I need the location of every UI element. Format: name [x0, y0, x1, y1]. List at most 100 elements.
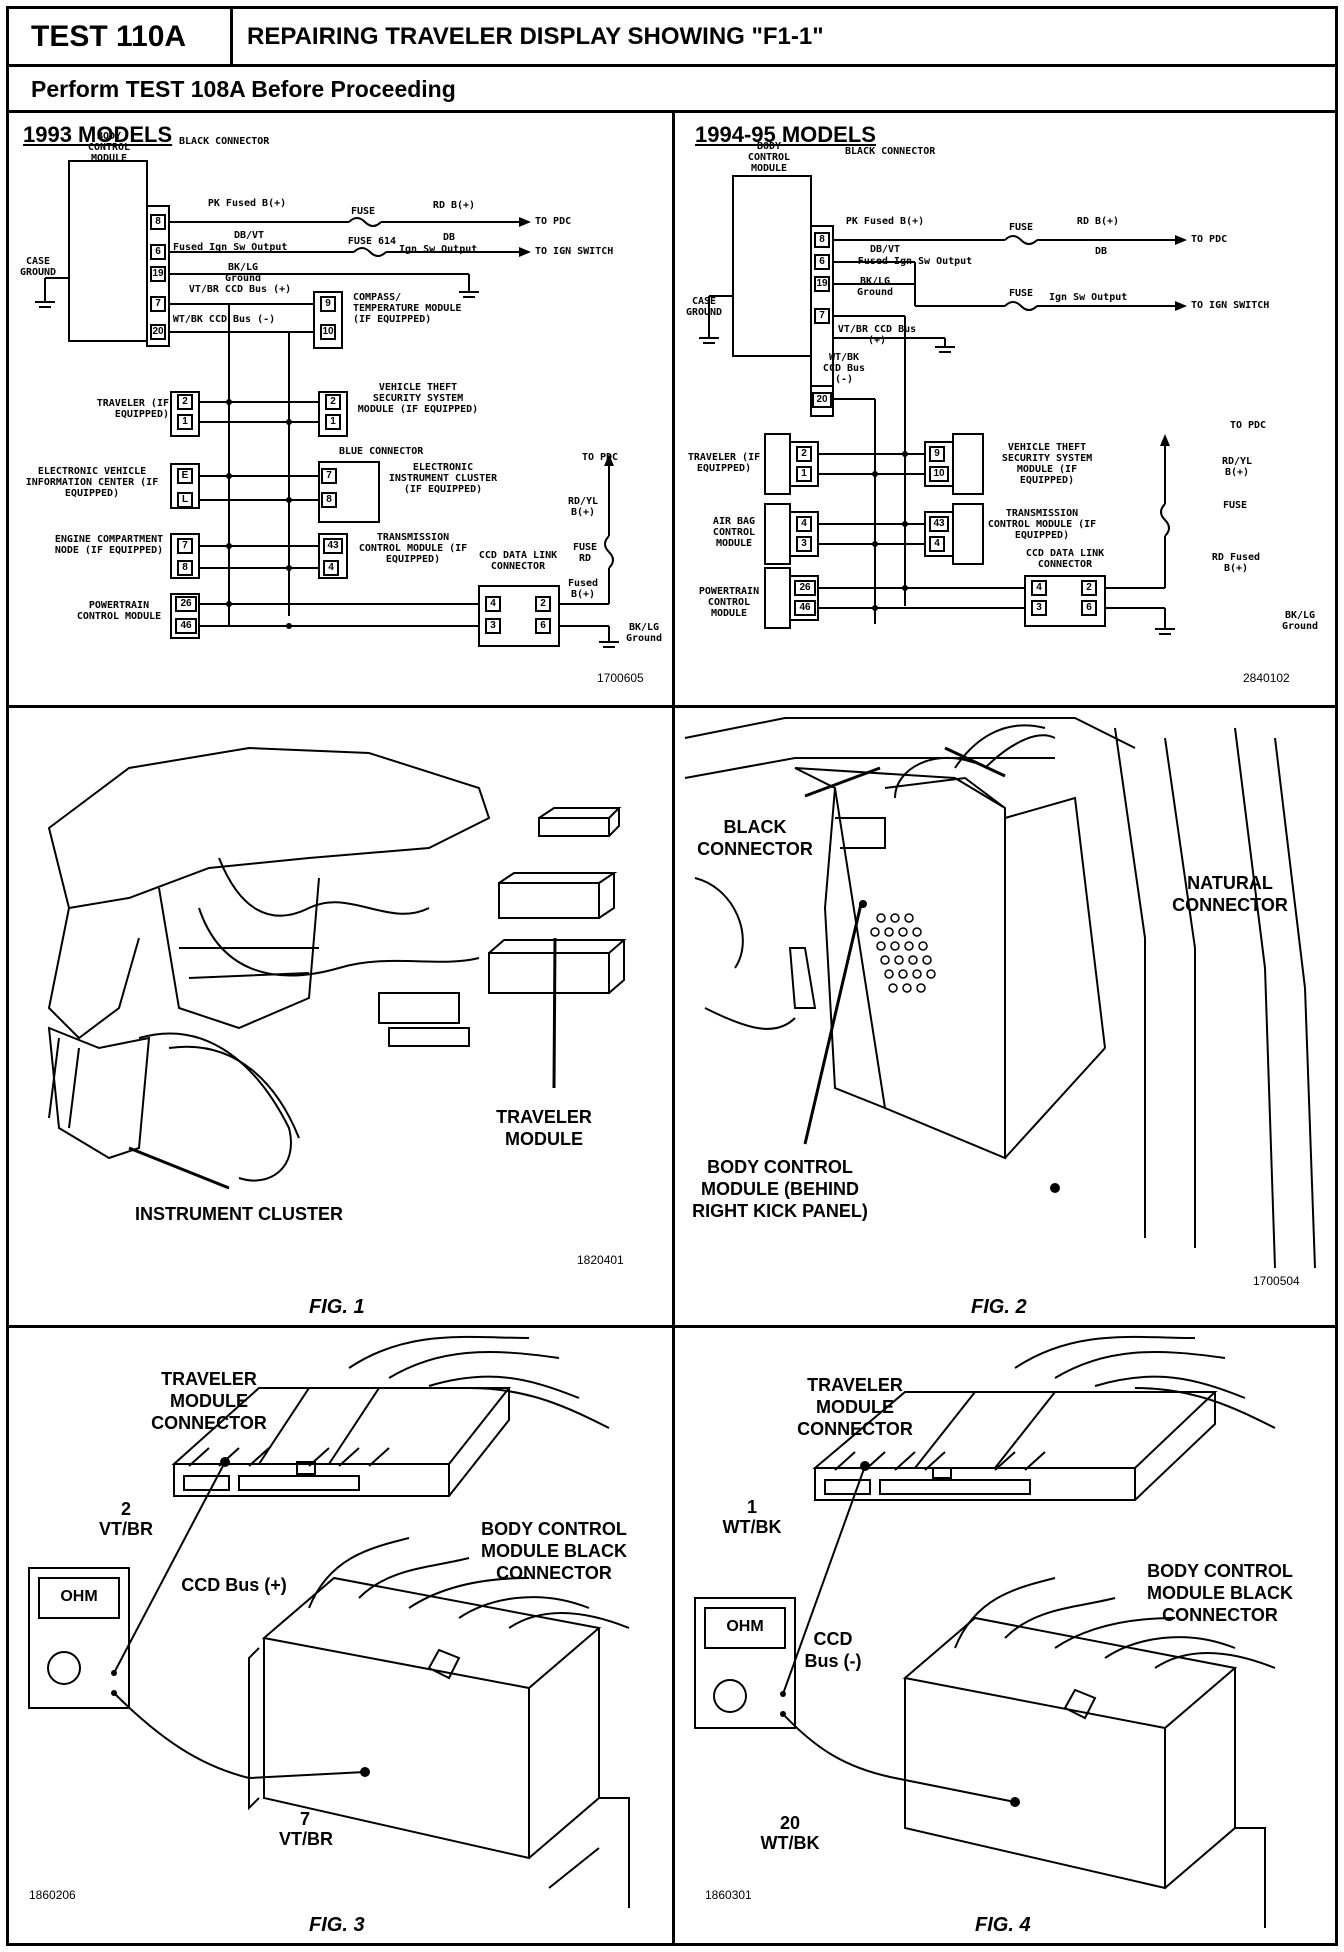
label-bcm: BODY CONTROL MODULE — [87, 131, 131, 164]
figure-code: 1700504 — [1253, 1274, 1300, 1288]
grid-divider-2 — [9, 1325, 1335, 1328]
grid-divider-vertical — [672, 113, 675, 1943]
label-natural-connector: NATURAL CONNECTOR — [1172, 873, 1288, 915]
figure-code: 1860301 — [705, 1888, 752, 1902]
compass-pin: 10 — [320, 324, 336, 340]
tcm-pin: 4 — [929, 536, 945, 552]
label-fused-ign: Fused Ign Sw Output — [857, 256, 973, 267]
label-bk-lg: BK/LG Ground — [224, 262, 262, 284]
panel-fig1: TRAVELER MODULE INSTRUMENT CLUSTER 18204… — [9, 708, 672, 1325]
bcm-pin: 20 — [812, 392, 832, 408]
vtss-pin: 2 — [325, 394, 341, 410]
label-airbag: AIR BAG CONTROL MODULE — [712, 516, 756, 549]
figure-caption: FIG. 2 — [971, 1296, 1027, 1318]
bcm-pin: 19 — [150, 266, 166, 282]
wiring-diagram-1993 — [35, 160, 619, 648]
panel-1994-wiring: 1994-95 MODELS — [675, 116, 1335, 705]
panel-fig2: BLACK CONNECTOR NATURAL CONNECTOR BODY C… — [675, 708, 1335, 1325]
label-pcm: POWERTRAIN CONTROL MODULE — [698, 586, 760, 619]
label-evic: ELECTRONIC VEHICLE INFORMATION CENTER (I… — [25, 466, 159, 499]
meter-display: OHM — [60, 1588, 98, 1605]
label-rd-fused: RD Fused B(+) — [1211, 552, 1261, 574]
label-pin-bottom: 20 — [779, 1813, 801, 1833]
panel-fig3: TRAVELER MODULE CONNECTOR 2 VT/BR CCD Bu… — [9, 1328, 672, 1943]
service-page: TEST 110A REPAIRING TRAVELER DISPLAY SHO… — [6, 6, 1338, 1946]
label-ecm: ENGINE COMPARTMENT NODE (IF EQUIPPED) — [54, 534, 164, 556]
traveler-pin: 2 — [796, 446, 812, 462]
label-fuse: FUSE — [1008, 222, 1034, 233]
label-db-vt: DB/VT — [233, 230, 265, 241]
label-to-pdc: TO PDC — [535, 216, 572, 227]
page-title: REPAIRING TRAVELER DISPLAY SHOWING "F1-1… — [247, 23, 824, 50]
traveler-pin: 1 — [796, 466, 812, 482]
traveler-pin: 2 — [177, 394, 193, 410]
label-fuse: FUSE — [350, 206, 376, 217]
label-traveler-connector: TRAVELER MODULE CONNECTOR — [151, 1369, 267, 1433]
ecm-pin: 8 — [177, 560, 193, 576]
label-to-pdc2: TO PDC — [581, 452, 619, 463]
label-fuse2: FUSE — [1008, 288, 1034, 299]
label-instrument-cluster: INSTRUMENT CLUSTER — [135, 1204, 343, 1224]
label-bcm: BODY CONTROL MODULE — [747, 141, 791, 174]
panel-1993-wiring: 1993 MODELS — [9, 116, 672, 705]
label-bcm: BODY CONTROL MODULE (BEHIND RIGHT KICK P… — [692, 1157, 868, 1221]
bcm-pin: 8 — [150, 214, 166, 230]
label-rd-yl: RD/YL B(+) — [567, 496, 599, 518]
figure-code: 1820401 — [577, 1253, 624, 1267]
label-bcm-connector: BODY CONTROL MODULE BLACK CONNECTOR — [481, 1519, 627, 1583]
label-rd-yl: RD/YL B(+) — [1221, 456, 1253, 478]
heading-1993: 1993 MODELS — [23, 122, 173, 147]
label-db: DB — [1094, 246, 1108, 257]
traveler-pin: 1 — [177, 414, 193, 430]
evic-pin: L — [177, 492, 193, 508]
wiring-diagram-1994 — [699, 175, 1187, 635]
label-fuse3: FUSE — [1222, 500, 1248, 511]
bcm-pin: 6 — [814, 254, 830, 270]
figure-code: 1860206 — [29, 1888, 76, 1902]
dlc-pin: 2 — [535, 596, 551, 612]
label-rd: RD B(+) — [1076, 216, 1120, 227]
ecm-pin: 7 — [177, 538, 193, 554]
label-db: DB — [442, 232, 456, 243]
label-fused-b: Fused B(+) — [567, 578, 599, 600]
label-pk: PK Fused B(+) — [845, 216, 925, 227]
label-pin-top: 2 — [120, 1499, 131, 1519]
label-traveler-module: TRAVELER MODULE — [496, 1107, 592, 1149]
airbag-pin: 4 — [796, 516, 812, 532]
label-bk-lg: BK/LG Ground — [856, 276, 894, 298]
label-eic: ELECTRONIC INSTRUMENT CLUSTER (IF EQUIPP… — [388, 462, 498, 495]
label-to-pdc: TO PDC — [1191, 234, 1228, 245]
label-traveler-connector: TRAVELER MODULE CONNECTOR — [797, 1375, 913, 1439]
label-wire-bottom: VT/BR — [279, 1829, 333, 1849]
label-black-connector: BLACK CONNECTOR — [845, 146, 936, 157]
eic-pin: 8 — [321, 492, 337, 508]
label-fuse-rd: FUSE RD — [572, 542, 598, 564]
label-case-ground: CASE GROUND — [685, 296, 723, 318]
label-traveler: TRAVELER (IF EQUIPPED) — [687, 452, 761, 474]
dlc-pin: 3 — [1031, 600, 1047, 616]
fig4-connector-illustration — [694, 1335, 1276, 1928]
figure-caption: FIG. 1 — [309, 1296, 365, 1318]
figure-code: 1700605 — [597, 671, 644, 685]
bcm-pin: 8 — [814, 232, 830, 248]
test-number: TEST 110A — [9, 9, 233, 64]
label-dlc: CCD DATA LINK CONNECTOR — [478, 550, 558, 572]
label-ign-sw: Ign Sw Output — [399, 244, 478, 255]
tcm-pin: 43 — [323, 538, 343, 554]
label-bus: CCD Bus (-) — [804, 1629, 862, 1671]
bcm-pin: 6 — [150, 244, 166, 260]
tcm-pin: 4 — [323, 560, 339, 576]
compass-pin: 9 — [320, 296, 336, 312]
pcm-pin: 26 — [794, 580, 816, 596]
dlc-pin: 2 — [1081, 580, 1097, 596]
label-fuse-614: FUSE 614 — [347, 236, 397, 247]
label-traveler: TRAVELER (IF EQUIPPED) — [96, 398, 169, 420]
bcm-pin: 20 — [150, 324, 166, 340]
label-db-vt: DB/VT — [869, 244, 901, 255]
label-black-connector: BLACK CONNECTOR — [697, 817, 813, 859]
label-to-pdc2: TO PDC — [1229, 420, 1267, 431]
label-bk-lg2: BK/LG Ground — [1281, 610, 1319, 632]
label-wire-top: WT/BK — [722, 1517, 782, 1537]
label-pk: PK Fused B(+) — [207, 198, 287, 209]
airbag-pin: 3 — [796, 536, 812, 552]
